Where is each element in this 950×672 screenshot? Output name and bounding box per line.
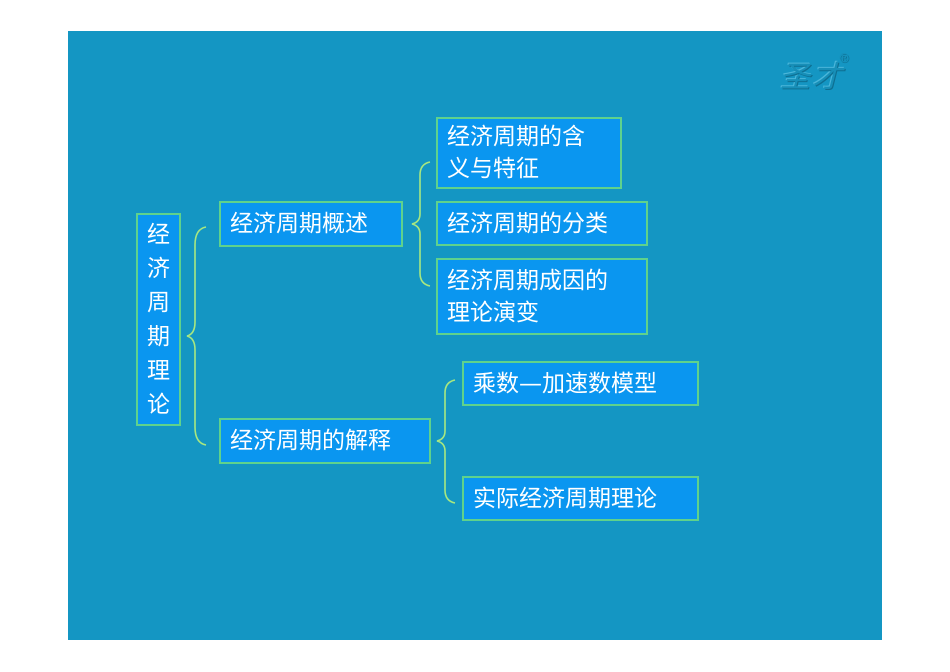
- root-node-label: 经济周期理论: [147, 221, 170, 418]
- leaf-node-label: 经济周期的分类: [447, 210, 608, 237]
- leaf-node-label: 经济周期的含 义与特征: [447, 124, 585, 182]
- branch-node-explanation: 经济周期的解释: [219, 418, 431, 464]
- leaf-node-cause-theory-evolution: 经济周期成因的 理论演变: [436, 258, 648, 335]
- leaf-node-classification: 经济周期的分类: [436, 201, 648, 246]
- brand-logo: 圣才: [780, 60, 844, 95]
- root-node-economic-cycle-theory: 经济周期理论: [136, 213, 181, 426]
- leaf-node-real-business-cycle: 实际经济周期理论: [462, 476, 699, 521]
- branch-node-overview: 经济周期概述: [219, 201, 403, 247]
- overview-bracket-icon: [411, 161, 431, 287]
- leaf-node-label: 乘数—加速数模型: [473, 370, 657, 397]
- root-bracket-icon: [186, 226, 207, 446]
- leaf-node-multiplier-accelerator: 乘数—加速数模型: [462, 361, 699, 406]
- explanation-bracket-icon: [436, 379, 456, 504]
- leaf-node-label: 实际经济周期理论: [473, 485, 657, 512]
- branch-node-label: 经济周期的解释: [230, 428, 391, 454]
- leaf-node-label: 经济周期成因的 理论演变: [447, 267, 608, 326]
- leaf-node-meaning-features: 经济周期的含 义与特征: [436, 117, 622, 189]
- branch-node-label: 经济周期概述: [230, 211, 368, 237]
- registered-mark-icon: ®: [838, 51, 850, 65]
